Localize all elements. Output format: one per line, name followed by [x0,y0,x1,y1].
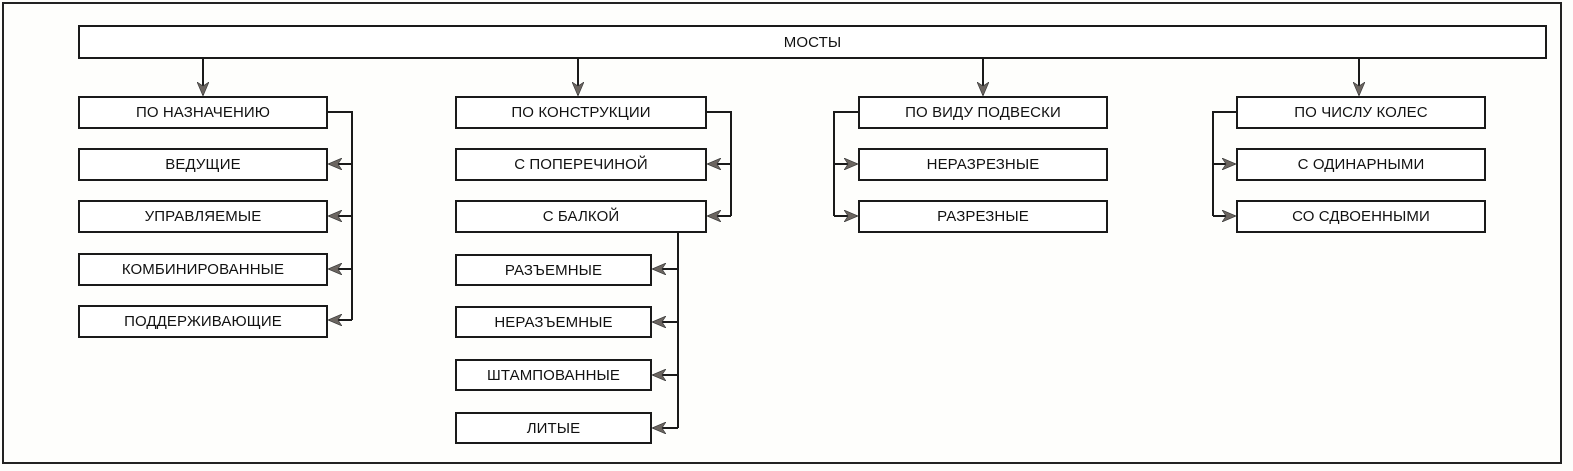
leaf-label: НЕРАЗЪЕМНЫЕ [494,313,613,331]
leaf-label: ШТАМПОВАННЫЕ [486,366,621,384]
bus-cat-3 [833,111,858,216]
leaf-label: УПРАВЛЯЕМЫЕ [144,208,262,225]
sub-leaf-node: ЛИТЫЕ [455,412,652,444]
bus-cat-4 [1212,111,1236,216]
leaf-node: СО СДВОЕННЫМИ [1236,200,1486,233]
leaf-label: РАЗЪЕМНЫЕ [504,261,603,279]
sub-leaf-node: РАЗЪЕМНЫЕ [455,254,652,286]
leaf-label: С ОДИНАРНЫМИ [1297,156,1425,173]
category-label: ПО ЧИСЛУ КОЛЕС [1294,104,1428,121]
leaf-node: КОМБИНИРОВАННЫЕ [78,253,328,286]
root-node: МОСТЫ [78,25,1547,59]
category-node-purpose: ПО НАЗНАЧЕНИЮ [78,96,328,129]
leaf-node: С ПОПЕРЕЧИНОЙ [455,148,707,181]
category-node-construction: ПО КОНСТРУКЦИИ [455,96,707,129]
sub-leaf-node: ШТАМПОВАННЫЕ [455,359,652,391]
root-label: МОСТЫ [783,33,842,51]
diagram-frame [2,2,1562,464]
leaf-node: С БАЛКОЙ [455,200,707,233]
leaf-node: ВЕДУЩИЕ [78,148,328,181]
leaf-node: РАЗРЕЗНЫЕ [858,200,1108,233]
leaf-node: УПРАВЛЯЕМЫЕ [78,200,328,233]
leaf-label: СО СДВОЕННЫМИ [1292,208,1430,225]
leaf-label: С БАЛКОЙ [542,208,620,225]
leaf-node: С ОДИНАРНЫМИ [1236,148,1486,181]
category-label: ПО КОНСТРУКЦИИ [511,104,651,121]
leaf-label: РАЗРЕЗНЫЕ [937,208,1029,225]
category-node-wheels: ПО ЧИСЛУ КОЛЕС [1236,96,1486,129]
leaf-label: ЛИТЫЕ [526,419,581,437]
leaf-label: ПОДДЕРЖИВАЮЩИЕ [124,313,282,330]
category-label: ПО ВИДУ ПОДВЕСКИ [905,104,1061,121]
sub-leaf-node: НЕРАЗЪЕМНЫЕ [455,306,652,338]
leaf-label: НЕРАЗРЕЗНЫЕ [926,156,1040,173]
category-node-suspension: ПО ВИДУ ПОДВЕСКИ [858,96,1108,129]
leaf-label: С ПОПЕРЕЧИНОЙ [514,156,648,173]
leaf-node: ПОДДЕРЖИВАЮЩИЕ [78,305,328,338]
category-label: ПО НАЗНАЧЕНИЮ [135,104,271,121]
bus-cat-2 [706,111,732,216]
bus-cat-1 [327,111,353,320]
leaf-label: КОМБИНИРОВАННЫЕ [121,261,285,278]
leaf-node: НЕРАЗРЕЗНЫЕ [858,148,1108,181]
leaf-label: ВЕДУЩИЕ [165,156,241,173]
